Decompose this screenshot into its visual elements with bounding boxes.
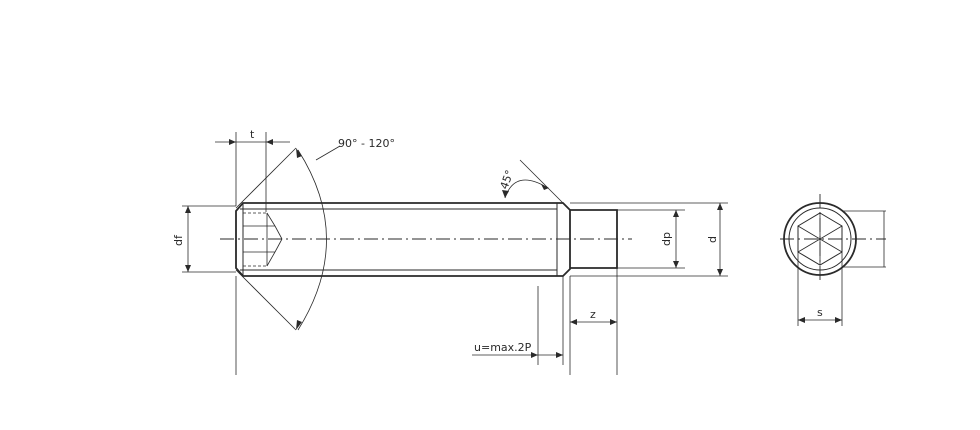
- u-dimension: u=max.2P: [472, 276, 564, 365]
- screw-body-outline: [235, 202, 571, 277]
- df-dimension: df: [172, 205, 236, 273]
- s-label: s: [817, 306, 823, 319]
- d-dimension: d: [570, 202, 728, 277]
- point-angle-annotation: 90° - 120°: [235, 137, 395, 331]
- chamfer-angle-annotation: 45°: [498, 159, 564, 204]
- df-label: df: [172, 234, 185, 246]
- z-label: z: [590, 308, 596, 321]
- s-dimension: s: [797, 252, 843, 326]
- screw-end-view: [780, 194, 886, 284]
- dp-dimension: dp: [617, 209, 685, 269]
- hex-socket-hidden: [243, 212, 283, 267]
- t-dimension: t: [215, 128, 290, 212]
- chamfer-angle-label: 45°: [498, 168, 517, 191]
- dp-label: dp: [660, 232, 673, 246]
- point-angle-label: 90° - 120°: [338, 137, 395, 150]
- z-dimension: z: [569, 268, 618, 375]
- t-label: t: [250, 128, 255, 141]
- u-label: u=max.2P: [474, 341, 532, 354]
- screw-side-view: [220, 202, 632, 277]
- d-label: d: [706, 236, 719, 243]
